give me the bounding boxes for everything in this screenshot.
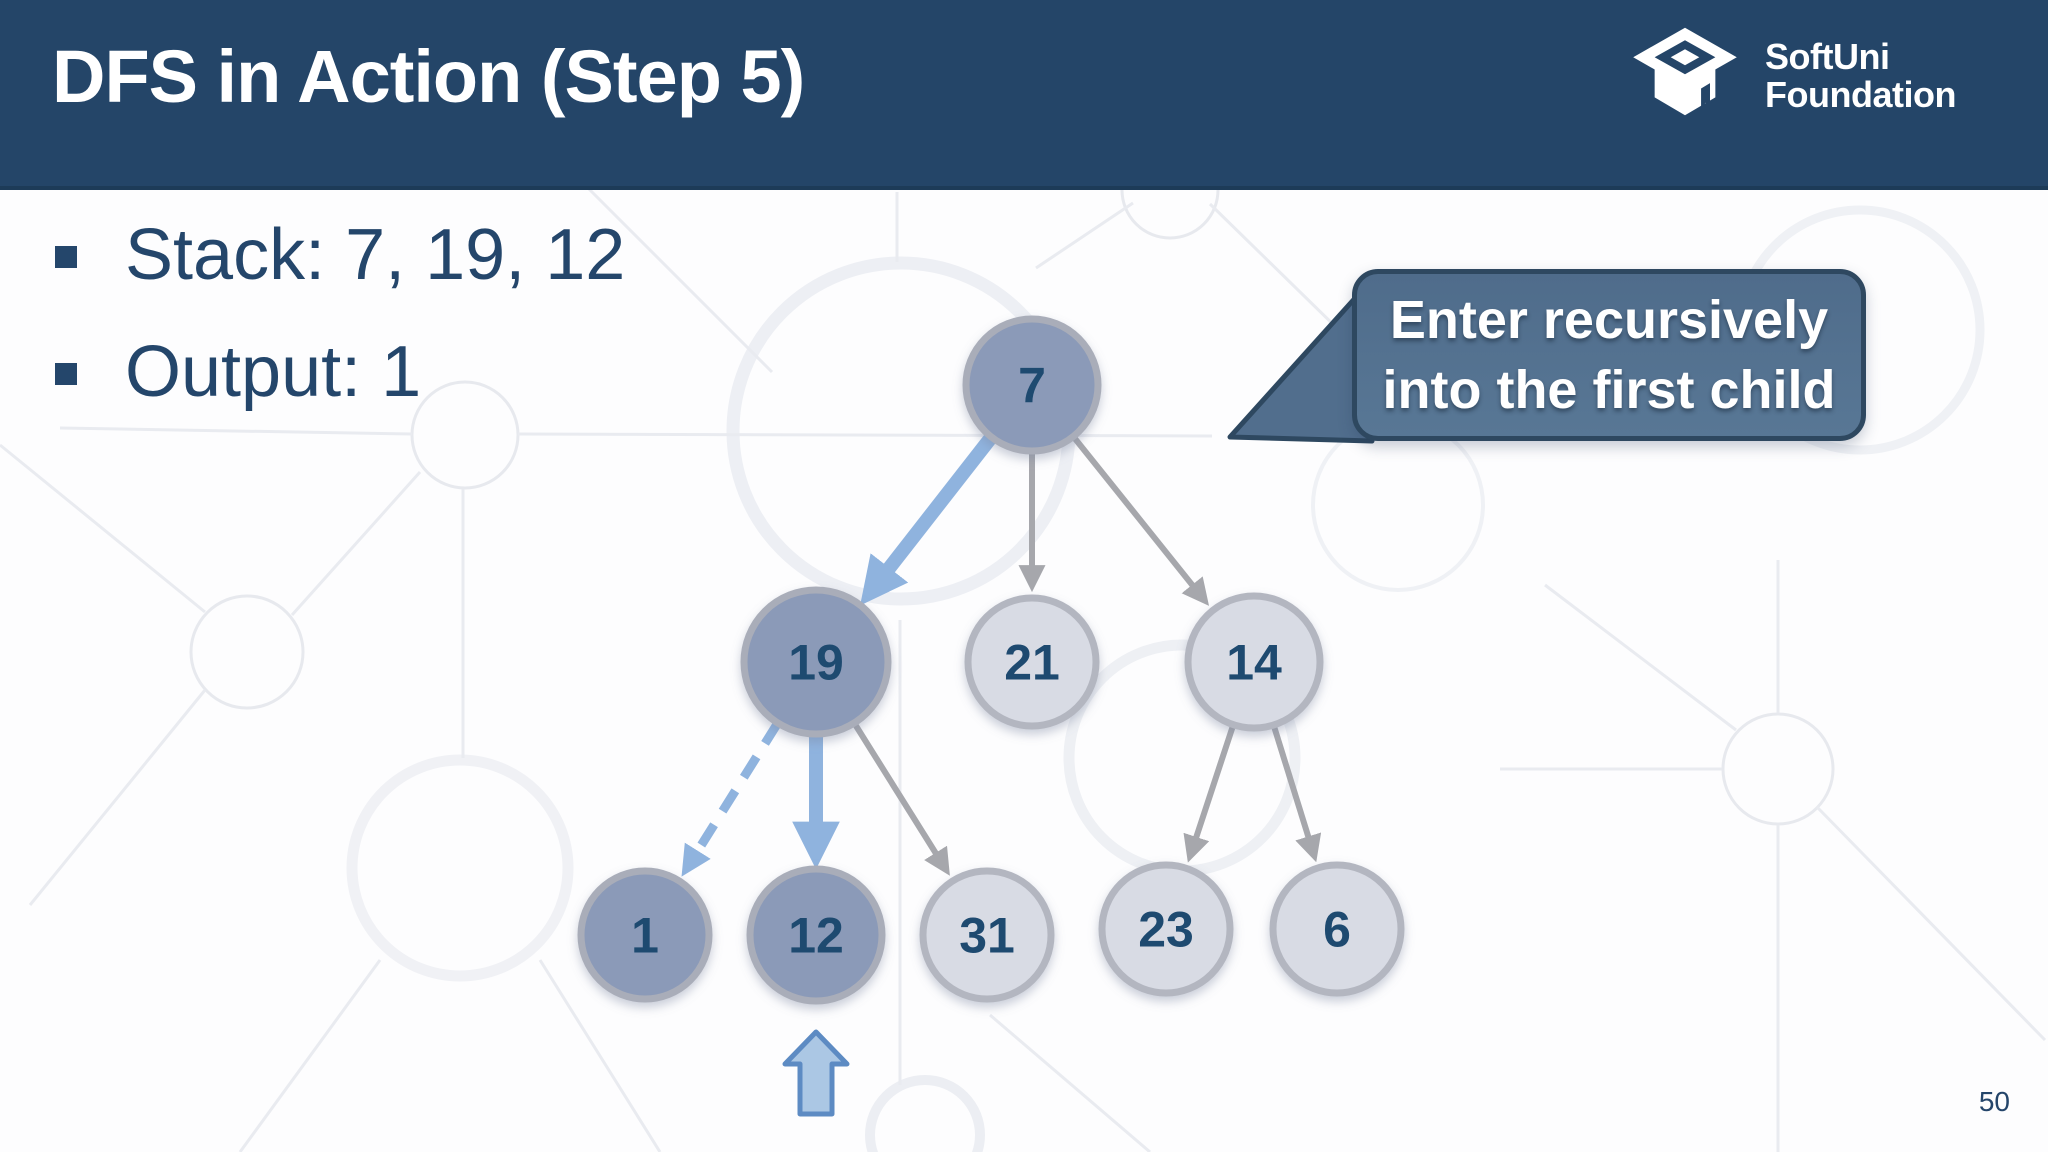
tree-node-21: 21 [964,594,1100,730]
tree-node-label: 23 [1138,902,1194,958]
tree-node-6: 6 [1269,861,1405,997]
tree-node-14: 14 [1184,592,1324,732]
tree-edge-7-14 [1070,434,1210,606]
tree-node-12: 12 [746,865,886,1005]
tree-edge-7-19 [860,432,997,606]
tree-node-label: 1 [631,908,659,964]
bullet-output-label: Output: 1 [125,332,422,412]
bullet-square-icon [55,363,77,385]
tree-node-label: 12 [788,908,844,964]
tree-node-1: 1 [577,867,713,1003]
page-title: DFS in Action (Step 5) [52,35,805,118]
logo-text: SoftUni Foundation [1765,38,1956,114]
tree-edge-19-1 [681,720,782,877]
up-arrow-icon [782,1029,850,1117]
tree-node-label: 19 [788,635,844,691]
tree-node-label: 14 [1226,635,1282,691]
tree-node-label: 7 [1018,358,1046,414]
tree-edge-19-31 [851,721,950,876]
tree-node-23: 23 [1098,861,1234,997]
logo-line-1: SoftUni [1765,36,1890,77]
bullet-stack-label: Stack: 7, 19, 12 [125,215,626,295]
logo-line-2: Foundation [1765,74,1956,115]
callout-line-2: into the first child [1382,360,1836,420]
graduation-cap-icon [1633,27,1737,116]
bullet-output: Output: 1 [55,329,421,415]
tree-node-7: 7 [962,315,1102,455]
callout-tail [1227,293,1375,444]
bullet-stack: Stack: 7, 19, 12 [55,212,625,298]
tree-node-label: 6 [1323,902,1351,958]
tree-node-label: 31 [959,908,1015,964]
tree-edge-14-6 [1270,724,1322,863]
tree-node-31: 31 [919,867,1055,1003]
bullet-square-icon [55,246,77,268]
softuni-logo: SoftUni Foundation [1631,26,1956,126]
tree-node-19: 19 [740,586,892,738]
tree-node-label: 21 [1004,635,1060,691]
callout-bubble: Enter recursively into the first child [1352,269,1866,441]
tree-edge-14-23 [1183,723,1237,863]
page-number: 50 [1978,1086,2010,1117]
callout-line-1: Enter recursively [1389,290,1829,350]
header-bar: DFS in Action (Step 5) SoftUni Foundatio… [0,0,2048,190]
